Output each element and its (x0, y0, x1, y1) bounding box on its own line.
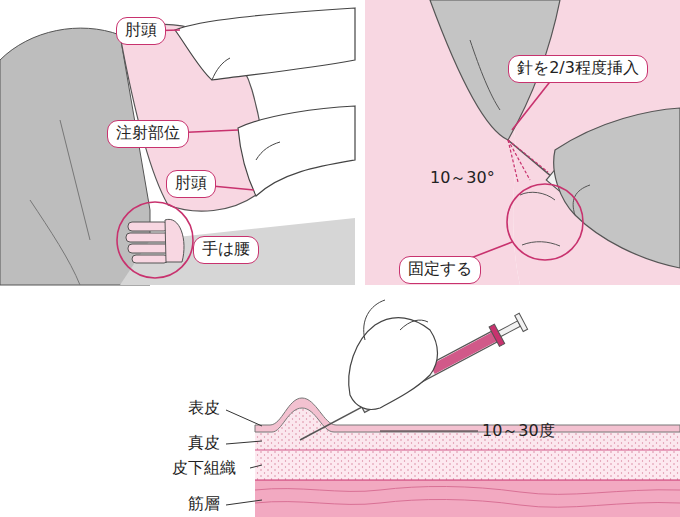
part-label: 真皮 (188, 433, 220, 452)
callout-box: 肘頭 (116, 17, 166, 45)
part-label: 筋層 (188, 494, 220, 513)
part-label: 皮下組織 (172, 458, 236, 477)
callout-text: 針を2/3程度挿入 (517, 58, 639, 77)
callout-box: 肘頭 (166, 170, 216, 198)
callout-text: 肘頭 (125, 20, 157, 39)
panel-injection (365, 0, 680, 285)
callout-box: 針を2/3程度挿入 (508, 55, 648, 83)
callout-text: 手は腰 (202, 239, 250, 258)
panel-skin (226, 300, 680, 517)
part-label: 10～30度 (482, 421, 555, 440)
part-label: 10～30° (430, 168, 495, 187)
panel-arm (0, 8, 355, 285)
callout-box: 注射部位 (107, 120, 189, 148)
callout-text: 肘頭 (175, 173, 207, 192)
callout-box: 手は腰 (193, 236, 259, 264)
part-label: 表皮 (188, 398, 220, 417)
callout-text: 注射部位 (116, 123, 180, 142)
callout-box: 固定する (399, 256, 481, 284)
leader-lines (141, 30, 560, 270)
callout-text: 固定する (408, 259, 472, 278)
